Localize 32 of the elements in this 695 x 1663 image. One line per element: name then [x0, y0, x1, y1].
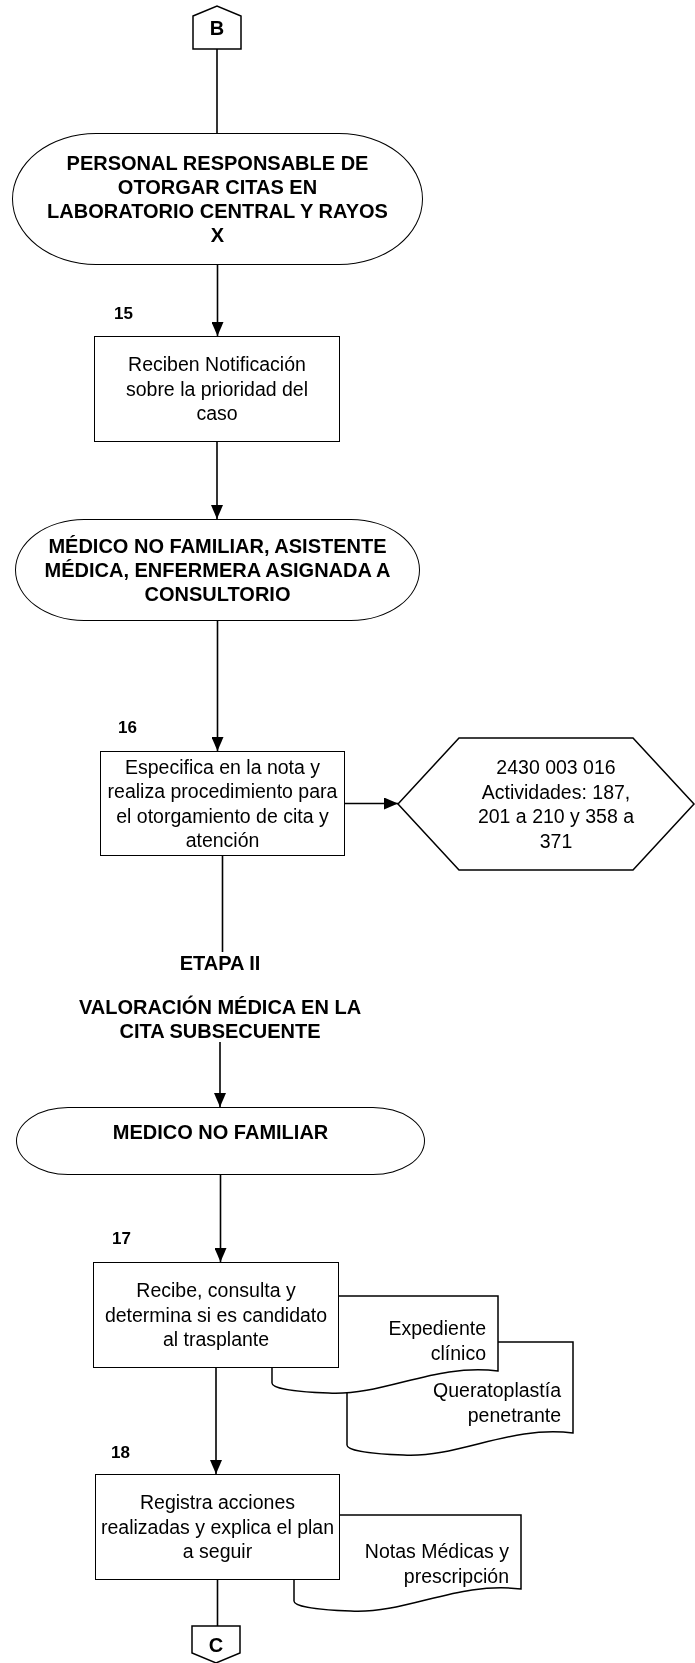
process-box	[94, 336, 340, 442]
step-number: 15	[114, 304, 133, 324]
stage-title: ETAPA II	[179, 951, 261, 975]
arrow	[211, 620, 224, 752]
role-title: MEDICO NO FAMILIAR	[112, 1120, 329, 1144]
role-title: PERSONAL RESPONSABLE DE OTORGAR CITAS EN LABORATORIO CENTRAL Y RAYOS X	[46, 151, 389, 247]
connector-letter: C	[208, 1632, 224, 1657]
arrow	[214, 1174, 227, 1263]
step-number: 18	[111, 1443, 130, 1463]
step-text: Registra acciones realizadas y explica el plan a seguir	[99, 1490, 336, 1564]
connector-line	[216, 48, 218, 134]
step-text: Reciben Notificación sobre la prioridad del caso	[124, 352, 310, 426]
step-text: Recibe, consulta y determina si es candidato al trasplante	[103, 1278, 329, 1352]
connector-line	[221, 855, 224, 953]
reference-text: 2430 003 016 Actividades: 187, 201 a 210 y 358 a 371	[476, 755, 636, 853]
document-text: Queratoplastía penetrante	[432, 1378, 561, 1427]
stage-heading: VALORACIÓN MÉDICA EN LA CITA SUBSECUENTE	[77, 995, 363, 1043]
connector-letter: B	[209, 15, 225, 40]
document-text: Expediente clínico	[387, 1316, 486, 1365]
arrow	[211, 441, 223, 520]
document-text: Notas Médicas y prescripción	[363, 1539, 509, 1588]
arrow	[214, 1041, 226, 1108]
arrow	[344, 797, 399, 810]
step-number: 16	[118, 718, 137, 738]
role-title: MÉDICO NO FAMILIAR, ASISTENTE MÉDICA, ENFERMERA ASIGNADA A CONSULTORIO	[43, 534, 392, 606]
arrow	[210, 1367, 222, 1475]
process-box	[95, 1474, 340, 1580]
connector-line	[216, 1579, 219, 1627]
step-number: 17	[112, 1229, 131, 1249]
process-box	[93, 1262, 339, 1368]
step-text: Especifica en la nota y realiza procedimiento para el otorgamiento de cita y atención	[106, 754, 339, 853]
arrow	[211, 264, 224, 337]
